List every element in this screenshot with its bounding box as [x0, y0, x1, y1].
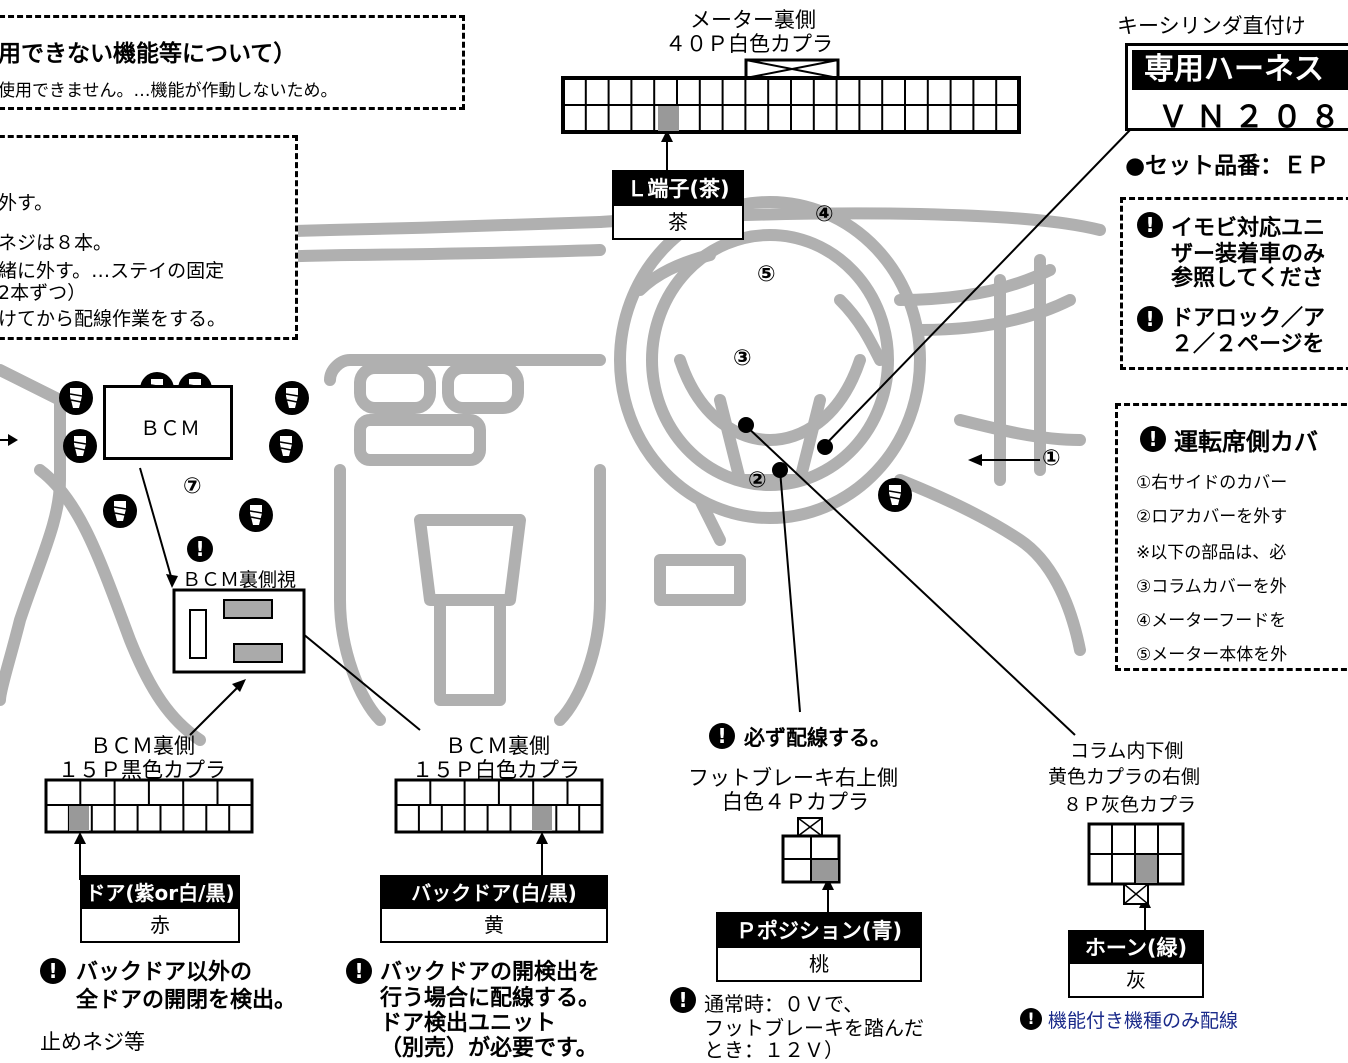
harness-box: 専用ハーネス ＶＮ２０８ — [1125, 43, 1348, 135]
screw-icon — [58, 380, 94, 416]
bcm-back-view — [172, 588, 306, 674]
removal-notes-box: 外す。 ネジは８本。 緒に外す。…ステイの固定 2本ずつ） けてから配線作業をす… — [0, 135, 298, 340]
driver-cover-item-5: ④メーターフードを — [1136, 611, 1287, 631]
column-title-2: 黄色カプラの右側 — [1048, 766, 1201, 788]
marker-7: ⑦ — [183, 474, 202, 499]
harness-set-number: ●セット品番：ＥＰ — [1125, 153, 1330, 179]
door-wire-label: ドア(紫or白/黒) 赤 — [80, 875, 240, 943]
back-door-note-4: （別売）が必要です。 — [380, 1036, 598, 1061]
back-door-note-2: 行う場合に配線する。 — [380, 986, 601, 1011]
p-position-note-1: 通常時：０Ｖで、 — [704, 992, 864, 1016]
removal-note-3: 緒に外す。…ステイの固定 — [0, 260, 225, 282]
meter-40p-coupler — [561, 58, 1021, 134]
warning-icon: ! — [670, 987, 696, 1013]
warning-icon: ! — [40, 958, 66, 984]
immobilizer-line-5: ２／２ページを — [1171, 332, 1325, 357]
meter-l-terminal-color: 茶 — [614, 206, 742, 238]
foot-brake-title-2: 白色４Ｐカプラ — [722, 790, 869, 814]
horn-wire-label: ホーン(緑) 灰 — [1068, 930, 1204, 998]
screw-icon — [102, 493, 138, 529]
column-8p-coupler — [1087, 822, 1185, 905]
foot-brake-must-wire: 必ず配線する。 — [744, 726, 891, 750]
bottom-left-caption: 止めネジ等 — [40, 1030, 145, 1054]
bcm-white-title-1: ＢＣＭ裏側 — [445, 734, 550, 758]
door-note-1: バックドア以外の — [76, 960, 253, 985]
screw-icon — [268, 428, 304, 464]
removal-note-2: ネジは８本。 — [0, 232, 113, 254]
p-position-wire-label: Ｐポジション(青) 桃 — [716, 912, 922, 982]
driver-cover-item-6: ⑤メーター本体を外 — [1136, 645, 1288, 665]
marker-4: ④ — [815, 202, 834, 227]
immobilizer-line-1: イモビ対応ユニ — [1171, 216, 1326, 241]
warning-icon: ! — [1020, 1008, 1042, 1030]
warning-icon: ! — [1137, 212, 1163, 238]
door-wire-color: 赤 — [82, 909, 238, 941]
meter-title-1: メーター裏側 — [690, 8, 816, 32]
bcm-black-title-1: ＢＣＭ裏側 — [90, 734, 195, 758]
foot-brake-4p-coupler — [781, 817, 841, 884]
driver-cover-item-2: ②ロアカバーを外す — [1136, 507, 1288, 527]
immobilizer-line-4: ドアロック／ア — [1171, 306, 1326, 331]
column-title-1: コラム内下側 — [1070, 740, 1184, 762]
removal-note-5: けてから配線作業をする。 — [0, 308, 227, 330]
horn-wire-color: 灰 — [1070, 964, 1202, 996]
back-door-wire-label: バックドア(白/黒) 黄 — [380, 875, 608, 943]
marker-3: ③ — [733, 346, 752, 371]
p-position-note-3: とき：１２Ｖ） — [704, 1038, 844, 1062]
door-wire-top: ドア(紫or白/黒) — [82, 877, 238, 909]
driver-cover-item-4: ③コラムカバーを外 — [1136, 577, 1287, 597]
horn-note: 機能付き機種のみ配線 — [1048, 1010, 1239, 1032]
unusable-functions-box: 用できない機能等について） 使用できません。…機能が作動しないため。 — [0, 15, 465, 110]
bcm-label: ＢＣＭ — [140, 416, 200, 440]
driver-cover-box: ! 運転席側カバ ①右サイドのカバー ②ロアカバーを外す ※以下の部品は、必 ③… — [1115, 403, 1348, 671]
p-position-wire-top: Ｐポジション(青) — [718, 914, 920, 948]
bcm-white-title-2: １５Ｐ白色カプラ — [412, 758, 580, 782]
p-position-note-2: フットブレーキを踏んだ — [704, 1016, 924, 1040]
foot-brake-title-1: フットブレーキ右上側 — [688, 766, 898, 790]
harness-header: キーシリンダ直付け — [1117, 14, 1306, 38]
warning-icon: ! — [709, 723, 735, 749]
screw-icon — [62, 428, 98, 464]
meter-title-2: ４０Ｐ白色カプラ — [665, 32, 833, 56]
warning-icon: ! — [1137, 306, 1163, 332]
door-note-2: 全ドアの開閉を検出。 — [76, 988, 297, 1013]
bcm-black-title-2: １５Ｐ黒色カプラ — [58, 758, 226, 782]
harness-model: ＶＮ２０８ — [1158, 100, 1348, 135]
bcm-black-15p-coupler — [44, 778, 254, 834]
driver-cover-title: 運転席側カバ — [1174, 428, 1318, 456]
warning-icon: ! — [346, 958, 372, 984]
driver-cover-item-3: ※以下の部品は、必 — [1136, 543, 1287, 563]
p-position-wire-color: 桃 — [718, 948, 920, 980]
unusable-functions-title: 用できない機能等について） — [0, 41, 297, 67]
horn-wire-top: ホーン(緑) — [1070, 932, 1202, 964]
bcm-back-view-title: ＢＣＭ裏側視 — [182, 569, 297, 591]
screw-icon — [877, 477, 913, 513]
bcm-white-15p-coupler — [394, 778, 604, 834]
immobilizer-line-3: 参照してくださ — [1171, 266, 1324, 291]
unusable-functions-line: 使用できません。…機能が作動しないため。 — [0, 81, 338, 101]
marker-1: ① — [1042, 446, 1061, 471]
warning-icon: ! — [187, 536, 213, 562]
bcm-unit: ＢＣＭ — [103, 385, 233, 460]
immobilizer-box: ! イモビ対応ユニ ザー装着車のみ 参照してくださ ! ドアロック／ア ２／２ペ… — [1120, 197, 1348, 370]
back-door-wire-color: 黄 — [382, 909, 606, 941]
back-door-wire-top: バックドア(白/黒) — [382, 877, 606, 909]
screw-icon — [238, 497, 274, 533]
immobilizer-line-2: ザー装着車のみ — [1171, 242, 1326, 267]
driver-cover-item-1: ①右サイドのカバー — [1136, 473, 1288, 493]
column-title-3: ８Ｐ灰色カプラ — [1063, 794, 1197, 816]
harness-name: 専用ハーネス — [1132, 50, 1348, 90]
marker-5: ⑤ — [757, 262, 776, 287]
screw-icon — [274, 380, 310, 416]
removal-note-4: 2本ずつ） — [0, 282, 87, 304]
meter-l-terminal-top: Ｌ端子(茶) — [614, 172, 742, 206]
meter-l-terminal-label: Ｌ端子(茶) 茶 — [612, 170, 744, 240]
removal-note-1: 外す。 — [0, 192, 54, 214]
back-door-note-3: ドア検出ユニット — [380, 1011, 557, 1036]
back-door-note-1: バックドアの開検出を — [380, 960, 601, 985]
marker-2: ② — [748, 468, 767, 493]
warning-icon: ! — [1140, 426, 1166, 452]
